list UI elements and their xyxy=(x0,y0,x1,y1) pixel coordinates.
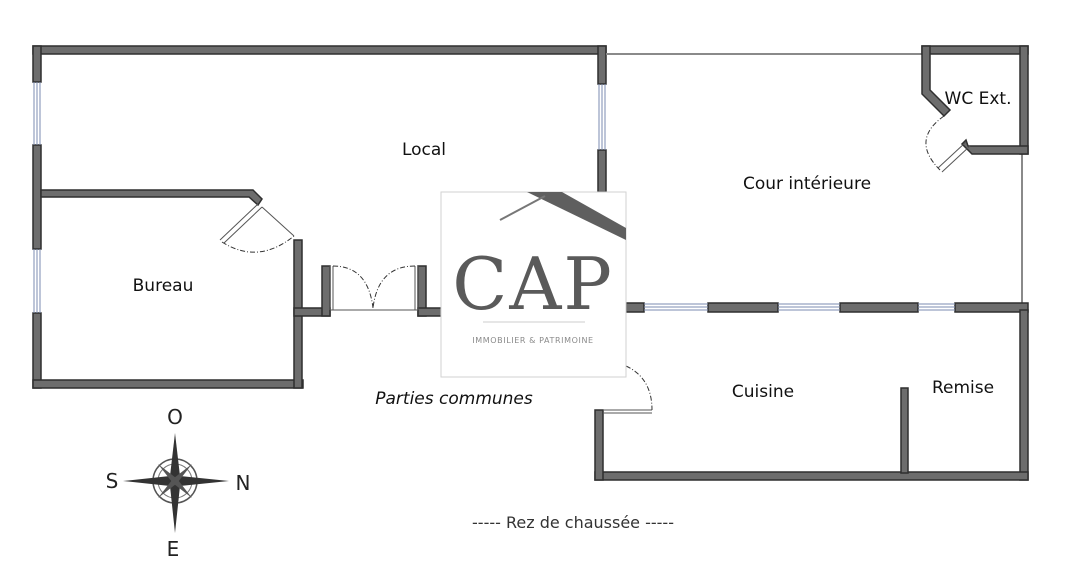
compass-rose: O S N E xyxy=(106,405,251,561)
room-remise-label: Remise xyxy=(932,378,994,398)
room-wc-label: WC Ext. xyxy=(945,89,1012,109)
bureau-door xyxy=(219,203,295,253)
local-walls xyxy=(32,45,607,389)
room-cuisine-label: Cuisine xyxy=(732,382,794,402)
double-door xyxy=(329,265,419,311)
compass-north-label: N xyxy=(236,471,251,495)
room-local-label: Local xyxy=(402,140,446,160)
parties-communes-label: Parties communes xyxy=(375,389,533,409)
windows-cour xyxy=(644,303,955,311)
floor-label: ----- Rez de chaussée ----- xyxy=(472,513,674,532)
room-bureau-label: Bureau xyxy=(133,276,194,296)
compass-west-label: O xyxy=(167,405,183,429)
cuisine-door xyxy=(603,365,653,414)
wc-door xyxy=(925,115,971,173)
compass-east-label: E xyxy=(167,537,180,561)
windows-left xyxy=(33,82,606,313)
company-logo: CAP IMMOBILIER & PATRIMOINE xyxy=(440,191,627,378)
logo-name: CAP xyxy=(452,242,614,326)
compass-south-label: S xyxy=(106,469,119,493)
cuisine-walls xyxy=(594,309,1029,481)
room-cour-label: Cour intérieure xyxy=(743,174,871,194)
logo-tagline: IMMOBILIER & PATRIMOINE xyxy=(472,336,593,345)
